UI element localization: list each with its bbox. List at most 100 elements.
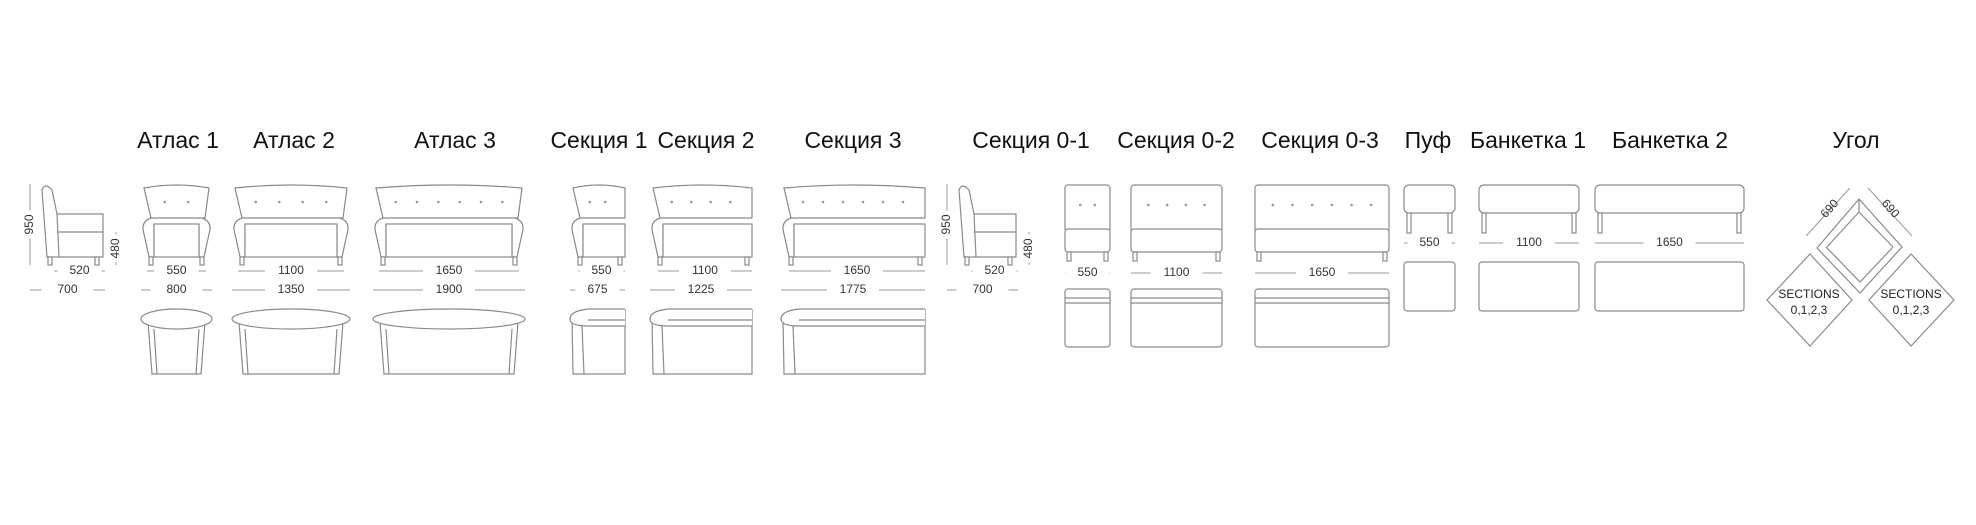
sofa-body <box>379 321 519 375</box>
dimension-label: 1775 <box>840 282 867 296</box>
sections-label: SECTIONS <box>1880 287 1941 301</box>
seat <box>153 223 200 258</box>
sofa-body <box>782 309 926 375</box>
dimension-label: 1100 <box>278 263 304 277</box>
leg <box>380 256 386 266</box>
product-title: Секция 2 <box>657 127 754 153</box>
sections-values: 0,1,2,3 <box>1791 303 1828 317</box>
leg <box>337 256 343 266</box>
leg <box>1215 251 1221 262</box>
leg <box>1066 251 1072 262</box>
seat <box>1130 228 1223 253</box>
dimension-label: 690 <box>1879 196 1903 220</box>
sections-values: 0,1,2,3 <box>1893 303 1930 317</box>
dimension-label: 1100 <box>692 263 718 277</box>
product-title: Атлас 1 <box>137 127 219 153</box>
seat <box>244 223 338 258</box>
dimension-label: 480 <box>108 238 122 258</box>
product-title: Секция 0-3 <box>1261 127 1379 153</box>
button-tuft <box>728 200 732 204</box>
sofa-backrest <box>140 308 213 330</box>
section-0-3-top <box>1254 288 1390 348</box>
button-tuft <box>1291 203 1294 207</box>
button-tuft <box>901 200 905 204</box>
dimension-label: 520 <box>984 263 1004 277</box>
product-title: Секция 0-1 <box>972 127 1090 153</box>
dimension-label: 690 <box>1817 196 1841 220</box>
right-arm <box>511 217 524 258</box>
button-tuft <box>1350 203 1353 207</box>
section-3-top <box>780 308 926 375</box>
dimension-label: 1100 <box>1516 235 1542 249</box>
product-title: Пуф <box>1405 127 1452 153</box>
sofa-back <box>234 184 348 219</box>
top-view <box>1594 261 1745 312</box>
leg <box>1132 251 1138 262</box>
leg <box>94 256 100 266</box>
sections-label: SECTIONS <box>1778 287 1839 301</box>
sofa-back <box>375 184 523 219</box>
button-tuft <box>163 200 167 204</box>
sofa-back <box>143 184 210 219</box>
dimension-label: 550 <box>591 263 611 277</box>
atlas-1-top <box>140 308 213 375</box>
leg <box>744 256 750 266</box>
leg <box>1382 251 1388 262</box>
button-tuft <box>1271 203 1275 207</box>
button-tuft <box>1147 203 1150 207</box>
button-tuft <box>1369 203 1373 207</box>
sofa-backrest <box>649 308 752 327</box>
button-tuft <box>324 200 328 204</box>
leg <box>964 256 970 266</box>
leg <box>1103 251 1109 262</box>
product-title: Атлас 2 <box>253 127 335 153</box>
button-tuft <box>277 200 281 204</box>
sofa-backrest <box>231 308 351 330</box>
button-tuft <box>254 200 258 204</box>
section-2: 1100 1225 <box>650 184 753 296</box>
pouf: 550 <box>1403 184 1456 312</box>
dimension-label: 480 <box>1021 238 1035 258</box>
dimension-label: 1350 <box>278 282 305 296</box>
section-0-1-top <box>1064 288 1111 348</box>
back <box>1064 184 1111 233</box>
leg <box>577 256 583 266</box>
dimension-label: 950 <box>22 214 36 234</box>
button-tuft <box>501 200 504 204</box>
dimension-label: 1225 <box>688 282 715 296</box>
button-tuft <box>588 200 592 204</box>
dimension-label: 800 <box>166 282 186 296</box>
button-tuft <box>1093 203 1097 207</box>
product-title: Банкетка 1 <box>1470 127 1586 153</box>
bench-2: 1650 <box>1594 184 1745 312</box>
leg <box>1007 256 1013 266</box>
button-tuft <box>801 200 805 204</box>
left-arm <box>374 217 387 258</box>
left-arm <box>142 217 155 258</box>
side-profile <box>958 185 1017 258</box>
dimension-label: 1650 <box>436 263 463 277</box>
back <box>1130 184 1223 233</box>
corner-piece <box>1816 198 1903 294</box>
left-arm <box>233 217 246 258</box>
atlas-2-top <box>231 308 351 375</box>
button-tuft <box>479 200 483 204</box>
section-0-2-top <box>1130 288 1223 348</box>
seat <box>662 223 753 258</box>
leg <box>1597 212 1603 234</box>
dimension-label: 550 <box>166 263 186 277</box>
button-tuft <box>394 200 397 204</box>
side-profile <box>41 185 104 258</box>
sofa-back <box>572 184 626 219</box>
button-tuft <box>437 200 440 204</box>
right-arm <box>336 217 349 258</box>
product-title: Секция 0-2 <box>1117 127 1235 153</box>
bench-1: 1100 <box>1478 184 1580 312</box>
dimension-line <box>1805 187 1851 237</box>
product-title: Угол <box>1832 127 1879 153</box>
